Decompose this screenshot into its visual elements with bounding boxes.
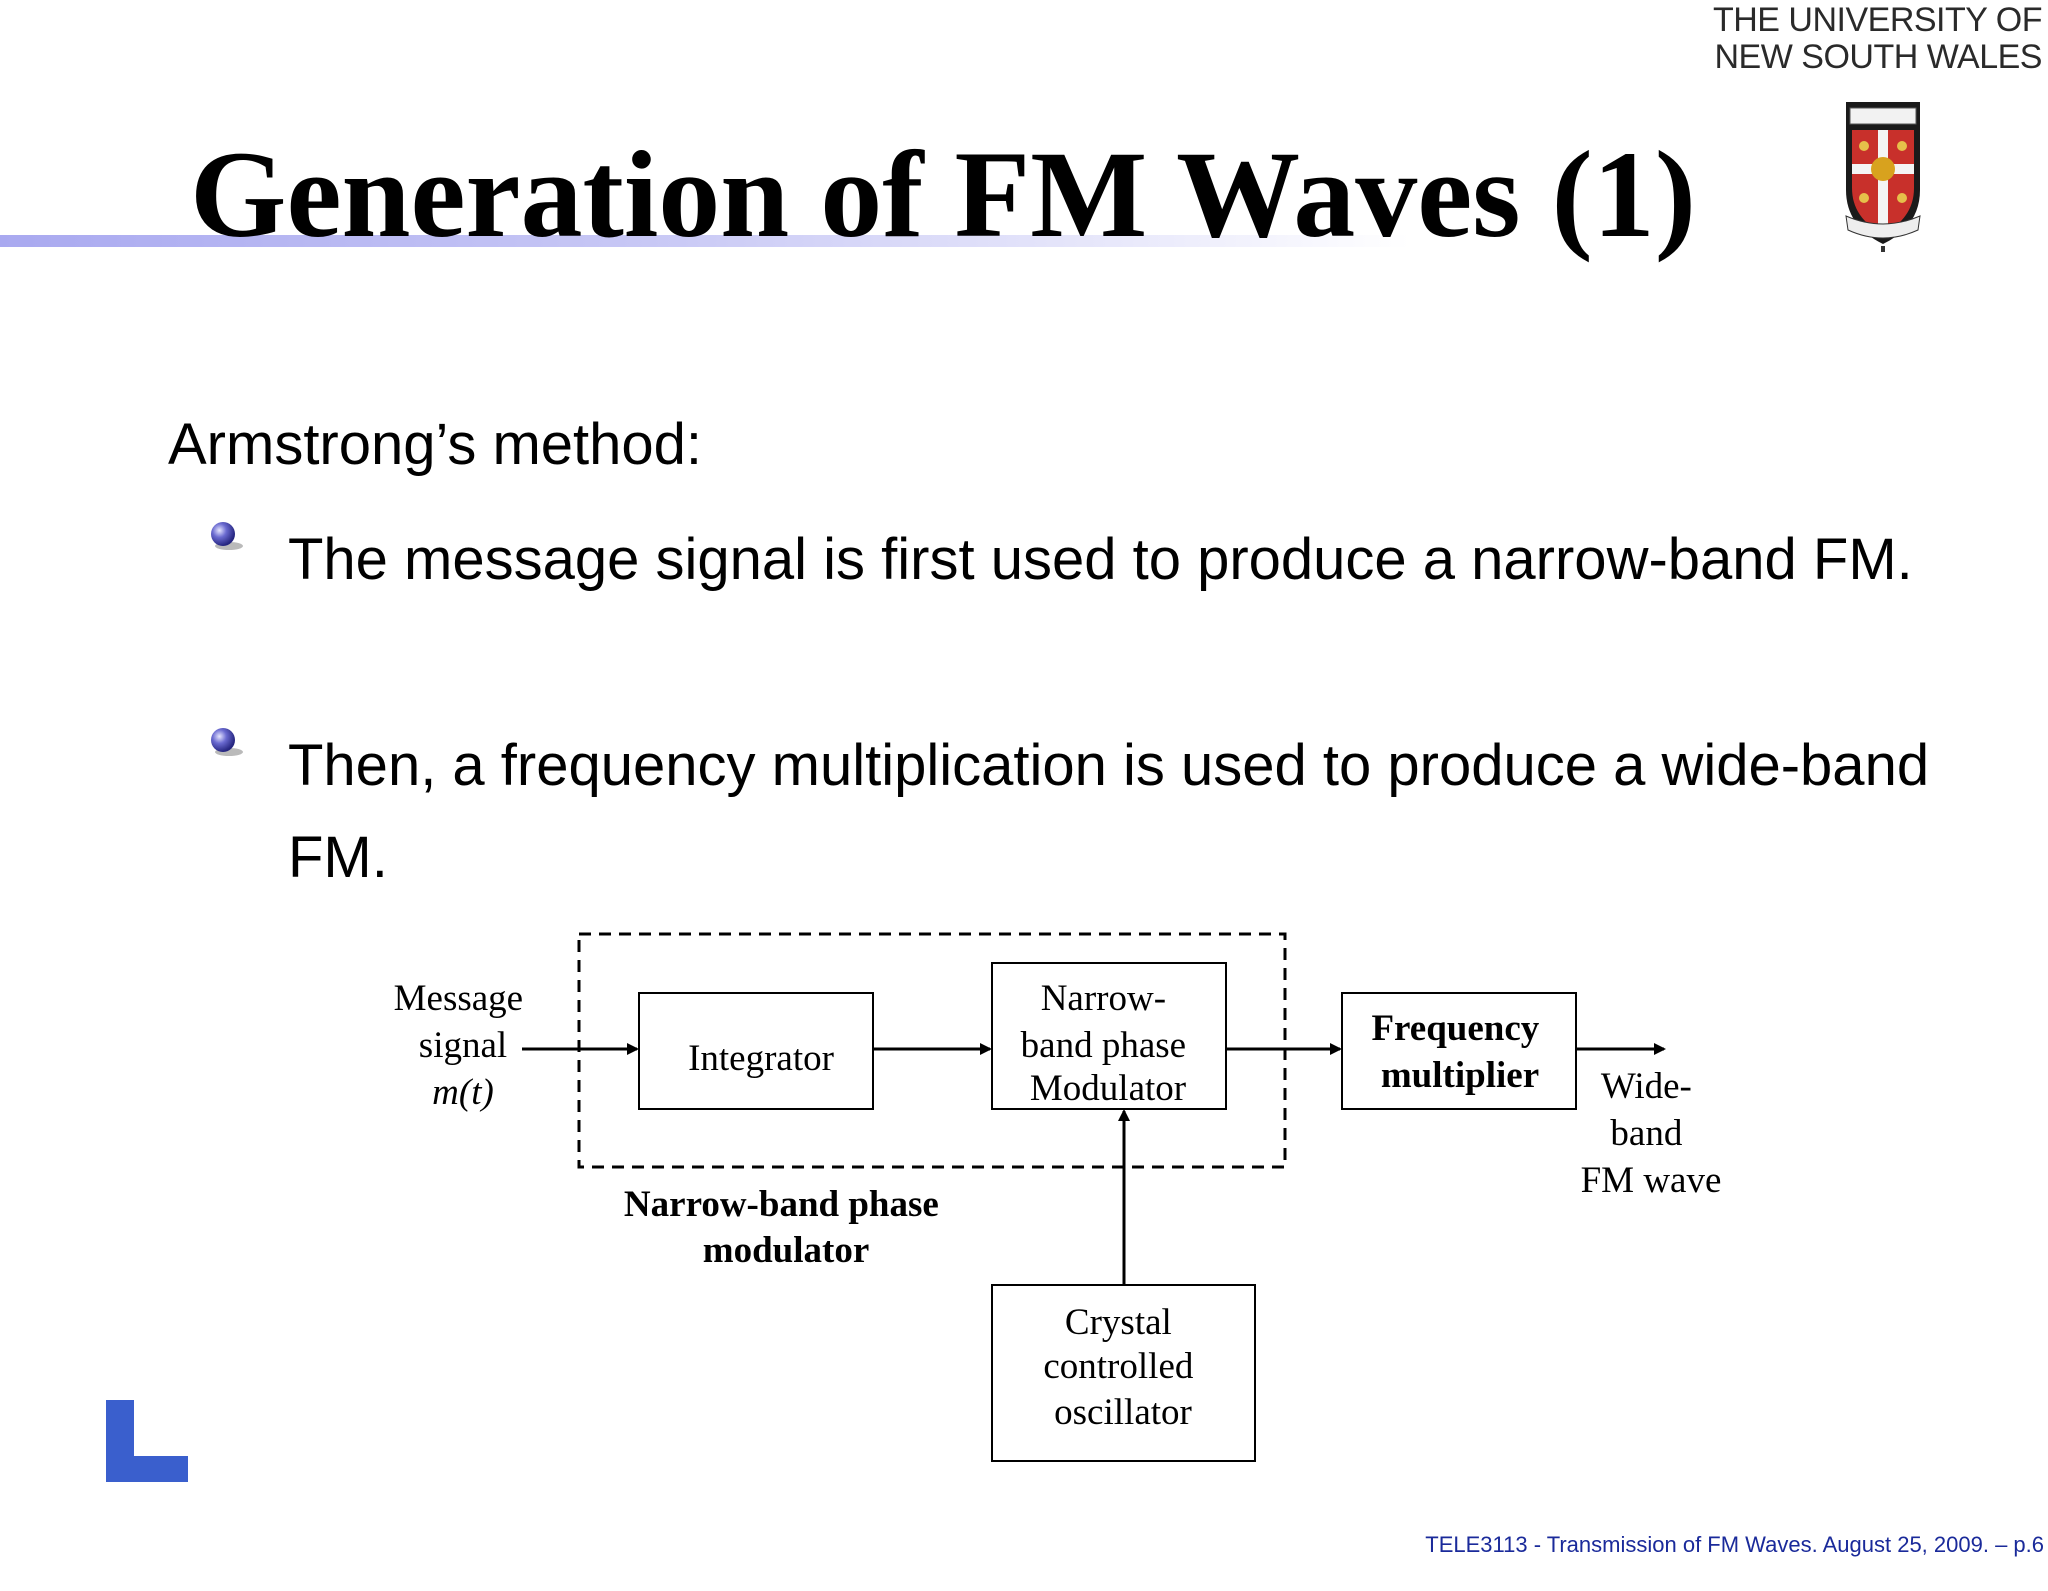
slide-footer: TELE3113 - Transmission of FM Waves. Aug… (1425, 1532, 2044, 1557)
slide-title: Generation of FM Waves (1) (190, 126, 1697, 263)
university-crest-logo (1838, 98, 1928, 254)
integrator-label: Integrator (688, 1038, 834, 1079)
crystal-oscillator-block (991, 1284, 1256, 1462)
narrowband-group-label: Narrow-band phase modulator (624, 1184, 948, 1271)
input-label: Message signal (394, 978, 533, 1066)
frequency-multiplier-label: Frequency multiplier (1371, 1008, 1548, 1096)
crystal-oscillator-label: Crystal controlled oscillator (1043, 1302, 1202, 1433)
intro-text: Armstrong’s method: (168, 412, 703, 477)
output-label: Wide- band FM wave (1581, 1066, 1722, 1201)
bullet-text-2: Then, a frequency multiplication is used… (288, 733, 1930, 890)
narrowband-phase-modulator-block (991, 962, 1227, 1110)
bullet-text-1: The message signal is first used to prod… (288, 527, 1913, 592)
bullet-sphere-icon (211, 728, 243, 756)
integrator-block (638, 992, 874, 1110)
frequency-multiplier-block (1341, 992, 1577, 1110)
university-name-line2: NEW SOUTH WALES (1714, 38, 2043, 76)
input-label-math: m(t) (432, 1072, 494, 1113)
title-underline-bar (0, 235, 1410, 247)
narrowband-phase-modulator-label: Narrow- band phase Modulator (1021, 978, 1196, 1109)
corner-l-mark-icon (106, 1400, 188, 1482)
university-name: THE UNIVERSITY OF NEW SOUTH WALES (1712, 1, 2043, 76)
university-name-line1: THE UNIVERSITY OF (1712, 1, 2043, 39)
bullet-sphere-icon (211, 522, 243, 550)
